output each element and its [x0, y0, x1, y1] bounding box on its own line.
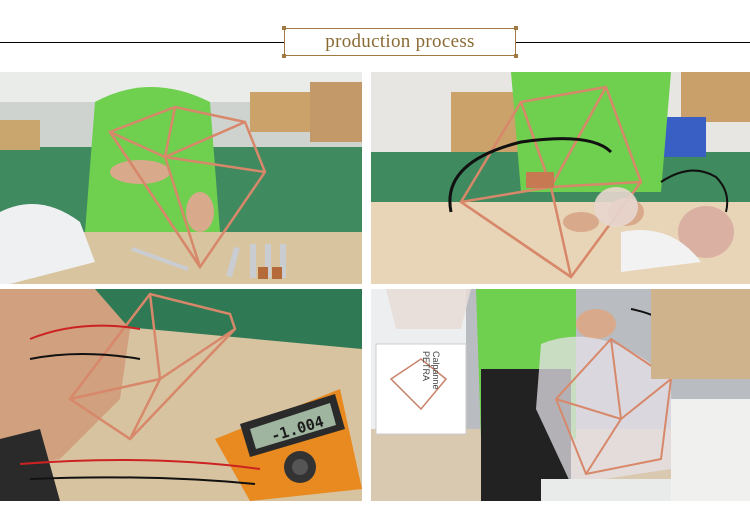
photo-welding	[0, 72, 362, 284]
photo-wiring-image	[371, 72, 750, 284]
multimeter: -1.004	[215, 389, 362, 501]
product-box: Calpanne PETRA	[375, 343, 467, 435]
photo-packing: Calpanne PETRA	[371, 289, 750, 501]
photo-testing-image: -1.004	[0, 289, 362, 501]
header-rule-right	[516, 42, 750, 43]
frame-corner-ornament	[282, 54, 286, 58]
box-print-line1: Calpanne	[431, 351, 441, 390]
box-print-line2: PETRA	[421, 351, 431, 381]
photo-welding-image	[0, 72, 362, 284]
page-title: production process	[325, 31, 475, 52]
header-rule-left	[0, 42, 284, 43]
photo-packing-image: Calpanne PETRA	[371, 289, 750, 501]
header: production process	[0, 0, 750, 72]
title-frame: production process	[282, 26, 518, 58]
frame-corner-ornament	[514, 54, 518, 58]
photo-wiring	[371, 72, 750, 284]
photo-testing: -1.004	[0, 289, 362, 501]
frame-corner-ornament	[282, 26, 286, 30]
frame-corner-ornament	[514, 26, 518, 30]
